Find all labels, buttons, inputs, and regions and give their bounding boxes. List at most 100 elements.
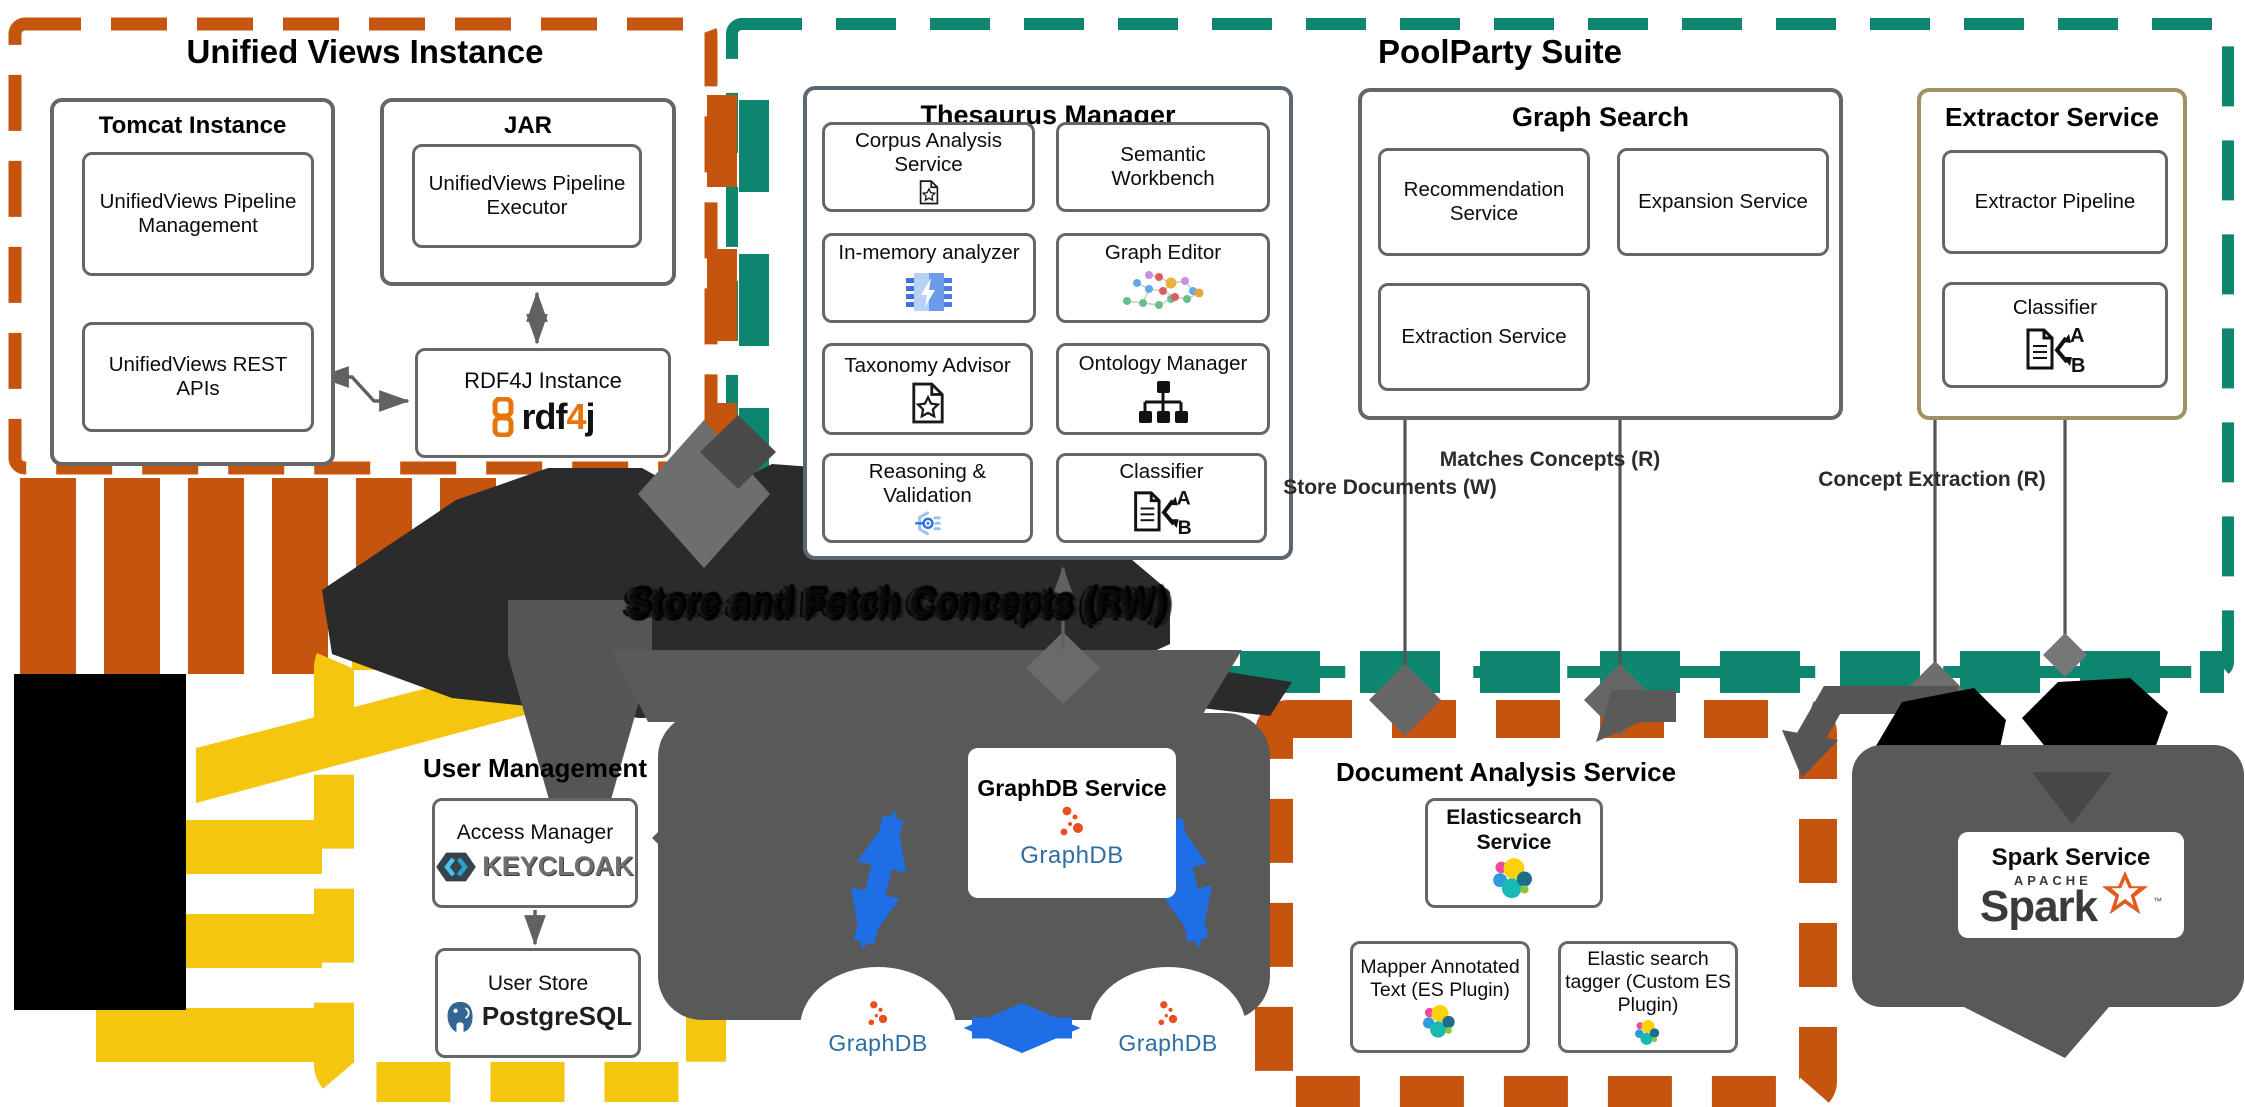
tomcat-instance-title: Tomcat Instance [98, 112, 287, 139]
graphdb-node-right [1090, 967, 1246, 1089]
gray-arrow-into-spark [2032, 772, 2112, 824]
extractor-service-title: Extractor Service [1945, 102, 2159, 132]
black-glitch-rect [14, 674, 186, 1010]
corpus-analysis-label: Corpus Analysis Service [855, 129, 1002, 177]
gray-diamond-uv-poolparty [700, 415, 776, 489]
semantic-workbench-label: Semantic Workbench [1111, 142, 1215, 190]
node-elasticsearch-service: Elasticsearch Service [1425, 798, 1603, 908]
apache-text: APACHE [2013, 873, 2092, 889]
postgresql-logo: PostgreSQL [444, 1000, 632, 1034]
svg-text:A: A [2070, 325, 2084, 347]
edge-label-store-documents: Store Documents (W) [1283, 476, 1497, 499]
pipeline-executor-label: UnifiedViews Pipeline Executor [428, 171, 626, 219]
node-rest-apis: UnifiedViews REST APIs [82, 322, 314, 432]
svg-text:B: B [1177, 517, 1191, 536]
extractor-classifier-label: Classifier [2012, 296, 2098, 320]
node-reasoning-validation: Reasoning & Validation [822, 453, 1033, 543]
node-in-memory-analyzer: In-memory analyzer [822, 233, 1036, 323]
classifier-ab-icon: A B [1133, 488, 1191, 536]
node-pipeline-management: UnifiedViews Pipeline Management [82, 152, 314, 276]
gray-arrow-into-user-mgmt [508, 600, 652, 908]
edge-label-concept-extraction: Concept Extraction (R) [1818, 468, 2046, 491]
rdf4j-text: rdf [521, 396, 567, 438]
gray-diamond-store-docs [1369, 664, 1441, 736]
node-graphdb-service: GraphDB Service GraphDB [968, 748, 1176, 898]
access-manager-label: Access Manager [456, 821, 614, 845]
extractor-pipeline-label: Extractor Pipeline [1974, 189, 2136, 213]
node-pipeline-executor: UnifiedViews Pipeline Executor [412, 144, 642, 248]
node-spark-service: Spark Service APACHE Spark ™ [1958, 832, 2184, 938]
elasticsearch-icon [1635, 1020, 1660, 1045]
node-mapper-annotated-text: Mapper Annotated Text (ES Plugin) [1350, 941, 1530, 1053]
rdf4j-link-icon [492, 397, 514, 438]
connector-lines [1403, 420, 2067, 676]
node-access-manager: Access Manager KEYCLOAK [432, 798, 638, 908]
unified-views-border [8, 17, 718, 475]
spark-service-label: Spark Service [1991, 843, 2151, 871]
spark-text: Spark [1979, 881, 2098, 931]
keycloak-logo: KEYCLOAK [436, 849, 634, 885]
expansion-service-label: Expansion Service [1638, 189, 1808, 213]
user-store-label: User Store [487, 972, 589, 996]
in-memory-analyzer-label: In-memory analyzer [838, 241, 1020, 265]
node-ontology-manager: Ontology Manager [1056, 343, 1270, 435]
elasticsearch-service-label: Elasticsearch Service [1446, 805, 1582, 854]
keycloak-text: KEYCLOAK [482, 851, 634, 882]
document-star-icon [911, 382, 944, 423]
node-elastic-search-tagger: Elastic search tagger (Custom ES Plugin) [1558, 941, 1738, 1053]
svg-text:B: B [2071, 355, 2085, 374]
postgresql-elephant-icon [447, 1001, 473, 1032]
poolparty-title: PoolParty Suite [1378, 33, 1622, 70]
taxonomy-advisor-label: Taxonomy Advisor [844, 354, 1011, 378]
classifier-ab-icon: A B [2026, 325, 2085, 374]
extraction-service-label: Extraction Service [1401, 324, 1567, 348]
postgresql-text: PostgreSQL [481, 1001, 633, 1032]
graphdb-service-title: GraphDB Service [977, 775, 1167, 802]
rdf4j-text-j: j [585, 396, 596, 438]
apache-spark-logo: APACHE Spark ™ [1979, 870, 2162, 931]
gray-diamond-small [2043, 633, 2087, 677]
graphdb-replica-right: GraphDB [1098, 980, 1238, 1076]
rdf4j-instance-label: RDF4J Instance [464, 367, 622, 393]
mapper-annotated-text-label: Mapper Annotated Text (ES Plugin) [1360, 955, 1520, 1001]
elasticsearch-icon [1493, 858, 1532, 899]
graph-network-icon [1123, 270, 1204, 309]
spark-star-icon [2102, 870, 2149, 914]
elasticsearch-icon [1423, 1004, 1455, 1038]
unified-views-title: Unified Views Instance [186, 33, 544, 70]
thesaurus-classifier-label: Classifier [1119, 460, 1204, 483]
rdf4j-text-4: 4 [566, 396, 586, 438]
graphdb-replica-left: GraphDB [808, 980, 948, 1076]
svg-text:A: A [1176, 488, 1190, 510]
chip-bolt-icon [906, 272, 952, 311]
rest-apis-label: UnifiedViews REST APIs [108, 352, 288, 400]
reasoning-validation-label: Reasoning & Validation [868, 460, 987, 508]
node-extraction-service: Extraction Service [1378, 283, 1590, 391]
pipeline-management-label: UnifiedViews Pipeline Management [99, 189, 297, 237]
node-rdf4j-instance: RDF4J Instance rdf4j [415, 348, 671, 458]
rdf4j-logo: rdf4j [491, 396, 596, 438]
graph-search-title: Graph Search [1511, 102, 1690, 132]
document-analysis-title: Document Analysis Service [1335, 757, 1677, 787]
sitemap-icon [1139, 380, 1188, 423]
graphdb-dots-icon [1060, 806, 1083, 836]
graphdb-dots-icon [868, 1001, 888, 1026]
node-corpus-analysis: Corpus Analysis Service [822, 122, 1035, 212]
node-extractor-classifier: Classifier A B [1942, 282, 2168, 388]
node-expansion-service: Expansion Service [1617, 148, 1829, 256]
recommendation-service-label: Recommendation Service [1403, 177, 1565, 225]
keycloak-icon [436, 852, 477, 882]
graphdb-dots-icon [1158, 1001, 1178, 1026]
document-star-icon [919, 180, 938, 205]
reasoning-icon [914, 511, 941, 536]
elastic-search-tagger-label: Elastic search tagger (Custom ES Plugin) [1565, 948, 1731, 1016]
gray-arrow-da [1596, 690, 1676, 742]
user-management-title: User Management [423, 753, 647, 783]
document-analysis-border [1255, 700, 1837, 1107]
graph-editor-label: Graph Editor [1104, 241, 1222, 265]
edge-label-store-fetch-distorted: Store and Fetch Concepts (RW) [627, 582, 1168, 624]
ontology-manager-label: Ontology Manager [1078, 352, 1248, 376]
blue-replication-arrows [850, 809, 1212, 1054]
graphdb-text: GraphDB [828, 1030, 928, 1056]
